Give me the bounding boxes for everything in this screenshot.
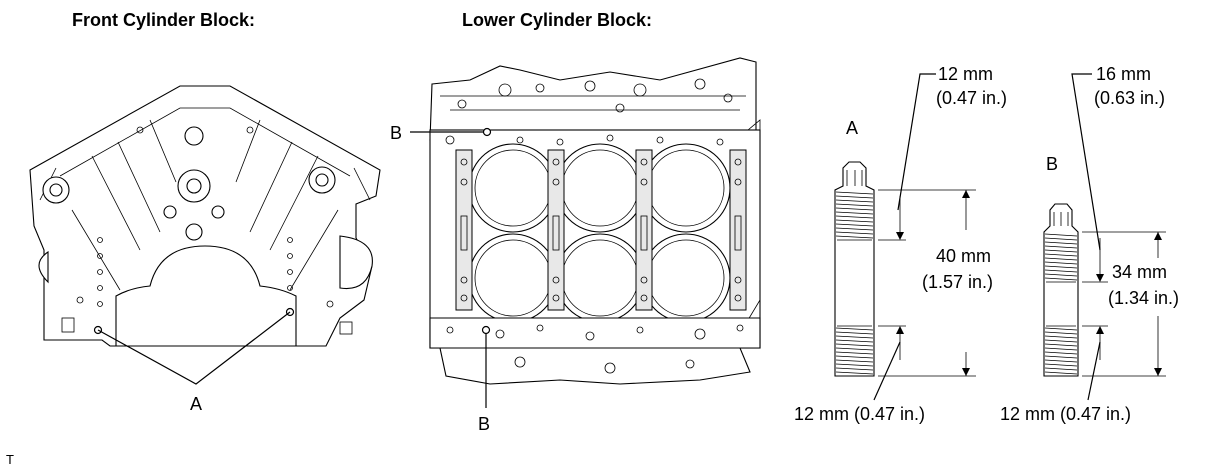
thread-line — [835, 227, 874, 231]
lower-cylinder-block — [410, 57, 761, 408]
thread-line — [835, 195, 874, 199]
thread-line — [1044, 257, 1078, 261]
stud-b — [1043, 203, 1079, 377]
stud-b-dimensions — [1071, 73, 1166, 401]
stud-b-bottom-thread: 12 mm (0.47 in.) — [1000, 404, 1131, 424]
stud-b-top-thread-in: (0.63 in.) — [1094, 88, 1165, 108]
front-block-title: Front Cylinder Block: — [72, 10, 256, 30]
thread-line — [1044, 245, 1078, 249]
thread-line — [1044, 265, 1078, 269]
front-cylinder-block — [29, 85, 381, 385]
lower-block-title: Lower Cylinder Block: — [462, 10, 653, 30]
thread-line — [835, 191, 874, 195]
thread-line — [1044, 343, 1078, 347]
thread-line — [835, 335, 874, 339]
thread-line — [835, 347, 874, 351]
stud-b-top-thread: 16 mm — [1096, 64, 1151, 84]
callout-a-stud: A — [846, 118, 858, 138]
plug-point-b-top — [482, 127, 492, 137]
thread-line — [1044, 359, 1078, 363]
stud-b-mid-length-in: (1.34 in.) — [1108, 288, 1179, 308]
thread-line — [835, 215, 874, 219]
stud-a-mid-length: 40 mm — [936, 246, 991, 266]
thread-line — [1044, 237, 1078, 241]
thread-line — [835, 223, 874, 227]
thread-line — [1044, 363, 1078, 367]
thread-line — [835, 235, 874, 239]
plug-point-b-bottom — [481, 325, 491, 335]
thread-line — [1044, 335, 1078, 339]
thread-line — [1044, 253, 1078, 257]
thread-line — [835, 339, 874, 343]
thread-line — [835, 343, 874, 347]
stud-a-dimensions — [873, 73, 976, 401]
thread-line — [1044, 233, 1078, 237]
thread-line — [835, 363, 874, 367]
stud-a-bottom-thread: 12 mm (0.47 in.) — [794, 404, 925, 424]
thread-line — [1044, 241, 1078, 245]
callout-a-front: A — [190, 394, 202, 414]
thread-line — [1044, 327, 1078, 331]
stud-a-mid-length-in: (1.57 in.) — [922, 272, 993, 292]
thread-line — [835, 327, 874, 331]
callout-b-bottom: B — [478, 414, 490, 434]
stud-b-mid-length: 34 mm — [1112, 262, 1167, 282]
thread-line — [835, 207, 874, 211]
callout-b-stud: B — [1046, 154, 1058, 174]
thread-line — [835, 219, 874, 223]
thread-line — [1044, 355, 1078, 359]
stud-a-top-thread-in: (0.47 in.) — [936, 88, 1007, 108]
thread-line — [1044, 249, 1078, 253]
figure-code: T — [6, 452, 14, 467]
stud-a-top-thread: 12 mm — [938, 64, 993, 84]
thread-line — [1044, 367, 1078, 371]
thread-line — [835, 199, 874, 203]
stud-a — [834, 161, 875, 377]
thread-line — [835, 211, 874, 215]
thread-line — [835, 203, 874, 207]
thread-line — [835, 371, 874, 375]
thread-line — [835, 367, 874, 371]
thread-line — [1044, 261, 1078, 265]
thread-line — [1044, 351, 1078, 355]
thread-line — [1044, 347, 1078, 351]
thread-line — [835, 351, 874, 355]
thread-line — [1044, 331, 1078, 335]
thread-line — [1044, 339, 1078, 343]
thread-line — [835, 359, 874, 363]
thread-line — [1044, 273, 1078, 277]
thread-line — [835, 231, 874, 235]
thread-line — [1044, 277, 1078, 281]
thread-line — [1044, 371, 1078, 375]
thread-line — [1044, 269, 1078, 273]
thread-line — [835, 331, 874, 335]
thread-line — [835, 355, 874, 359]
callout-b-top: B — [390, 123, 402, 143]
